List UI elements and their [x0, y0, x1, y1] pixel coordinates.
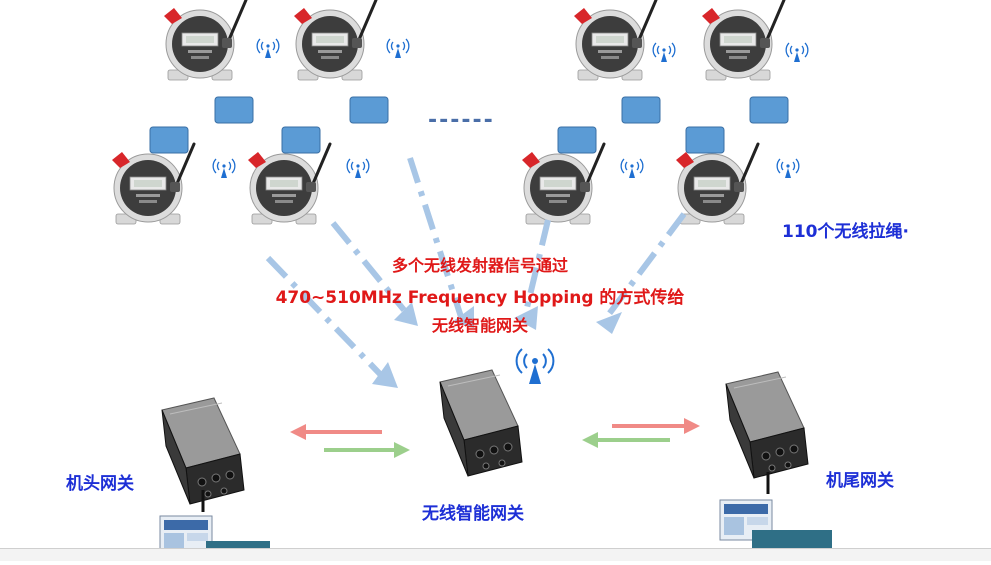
page-footer-strip [0, 549, 991, 561]
wireless-sensor [246, 142, 332, 226]
tail-gateway-device [725, 371, 809, 479]
signal-arrows [265, 157, 687, 377]
wifi-signal-icon [256, 38, 280, 59]
signal-arrowheads [372, 302, 622, 388]
tail-gateway-label: 机尾网关 [826, 471, 894, 491]
caption-line-1: 多个无线发射器信号通过 [391, 256, 568, 275]
signal-arrow [407, 157, 465, 321]
center-gateway-label: 无线智能网关 [422, 504, 524, 524]
gateway-wifi-icon [515, 348, 555, 385]
head-gateway-label: 机头网关 [66, 474, 134, 494]
connector-block [685, 126, 725, 154]
wifi-signal-icon [212, 158, 236, 179]
wireless-sensor [520, 142, 606, 226]
wifi-signal-icon [785, 42, 809, 63]
connector-block [621, 96, 661, 124]
wifi-signal-icon [386, 38, 410, 59]
wifi-signal-icon [652, 42, 676, 63]
page-divider [0, 548, 991, 549]
wireless-sensor [162, 0, 248, 82]
connector-block [214, 96, 254, 124]
connector-block [149, 126, 189, 154]
wireless-sensor [110, 142, 196, 226]
wireless-sensor [700, 0, 786, 82]
sensor-count-label: 110个无线拉绳· [782, 222, 909, 242]
caption-line-2: 470~510MHz Frequency Hopping 的方式传给 [275, 288, 685, 308]
signal-arrow [522, 219, 551, 317]
wifi-signal-icon [776, 158, 800, 179]
wireless-sensor [572, 0, 658, 82]
signal-arrow [265, 255, 383, 377]
connector-block [557, 126, 597, 154]
connector-block [749, 96, 789, 124]
sensor-ellipsis: ------ [428, 108, 495, 133]
caption-line-3: 无线智能网关 [431, 316, 528, 335]
connector-blocks [149, 96, 789, 154]
tail-login-panel [752, 530, 832, 550]
signal-arrow [330, 221, 407, 312]
head-login-panel [206, 541, 270, 551]
connector-block [281, 126, 321, 154]
center-gateway-device [439, 369, 523, 477]
head-gateway-device [161, 397, 245, 505]
wireless-sensor [292, 0, 378, 82]
connector-block [349, 96, 389, 124]
wifi-signal-icon [346, 158, 370, 179]
signal-arrow [603, 212, 687, 320]
gateway-links [290, 418, 700, 458]
wifi-signal-icon [620, 158, 644, 179]
wireless-sensor [674, 142, 760, 226]
